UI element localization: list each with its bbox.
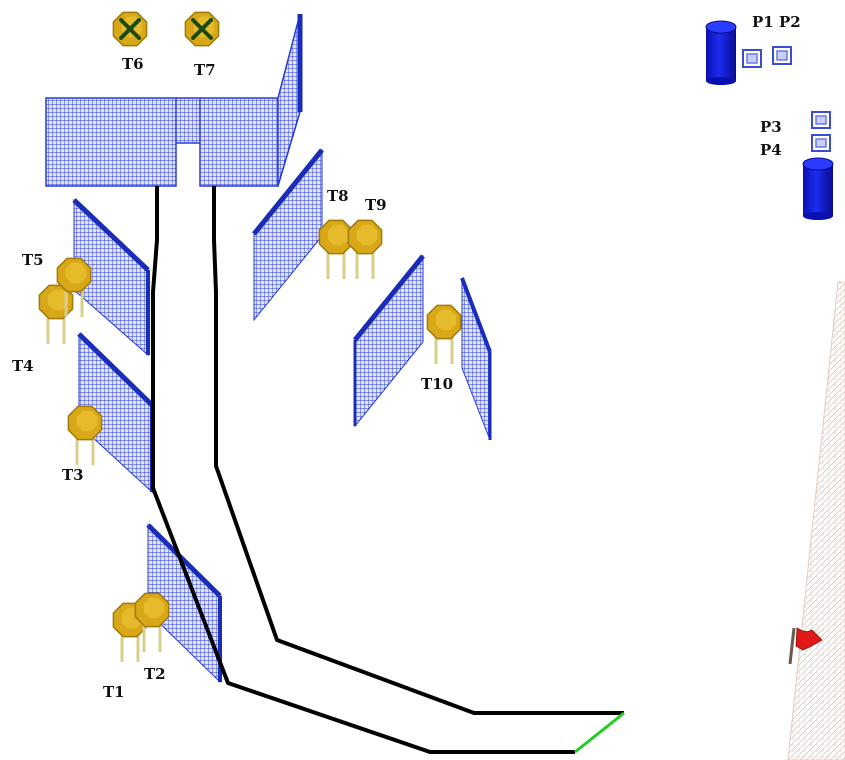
position-marker-p1	[742, 49, 762, 68]
safety-zone	[787, 281, 845, 760]
flag-icon	[788, 627, 823, 665]
label-t10: T10	[421, 375, 453, 393]
target-t6	[112, 11, 148, 47]
target-highlight	[65, 262, 87, 284]
label-p3: P3	[760, 118, 782, 136]
target-t9	[347, 219, 383, 279]
targets-layer	[38, 11, 462, 662]
label-t9: T9	[365, 196, 387, 214]
target-t4	[38, 284, 74, 344]
label-t4: T4	[12, 357, 34, 375]
position-marker-p3	[811, 111, 831, 129]
label-t6: T6	[122, 55, 144, 73]
label-p1: P1	[752, 13, 774, 31]
target-t10	[426, 304, 462, 364]
position-marker-p2	[772, 46, 792, 65]
label-t2: T2	[144, 665, 166, 683]
target-highlight	[435, 309, 457, 331]
target-t7	[184, 11, 220, 47]
target-highlight	[47, 289, 69, 311]
label-p2: P2	[779, 13, 801, 31]
mesh-panel-left-upper	[72, 198, 150, 357]
drum-bottom	[802, 157, 834, 220]
target-highlight	[327, 224, 349, 246]
path-end-line	[574, 711, 625, 754]
main-wall-structure	[45, 13, 303, 187]
target-highlight	[76, 410, 98, 432]
label-t7: T7	[194, 61, 216, 79]
walking-path	[151, 186, 624, 754]
target-t2	[134, 592, 170, 652]
target-highlight	[356, 224, 378, 246]
mesh-panel-right	[353, 254, 425, 428]
label-t8: T8	[327, 187, 349, 205]
knockdown-cross-icon	[191, 18, 213, 40]
position-marker-p4	[811, 134, 831, 152]
target-highlight	[143, 597, 165, 619]
label-t5: T5	[22, 251, 44, 269]
target-t8	[318, 219, 354, 279]
knockdown-cross-icon	[119, 18, 141, 40]
label-t1: T1	[103, 683, 125, 701]
drum-top	[705, 20, 737, 85]
target-t5	[56, 257, 92, 317]
mesh-panel-far-right	[460, 277, 492, 441]
label-p4: P4	[760, 141, 782, 159]
target-t3	[67, 405, 103, 465]
label-t3: T3	[62, 466, 84, 484]
